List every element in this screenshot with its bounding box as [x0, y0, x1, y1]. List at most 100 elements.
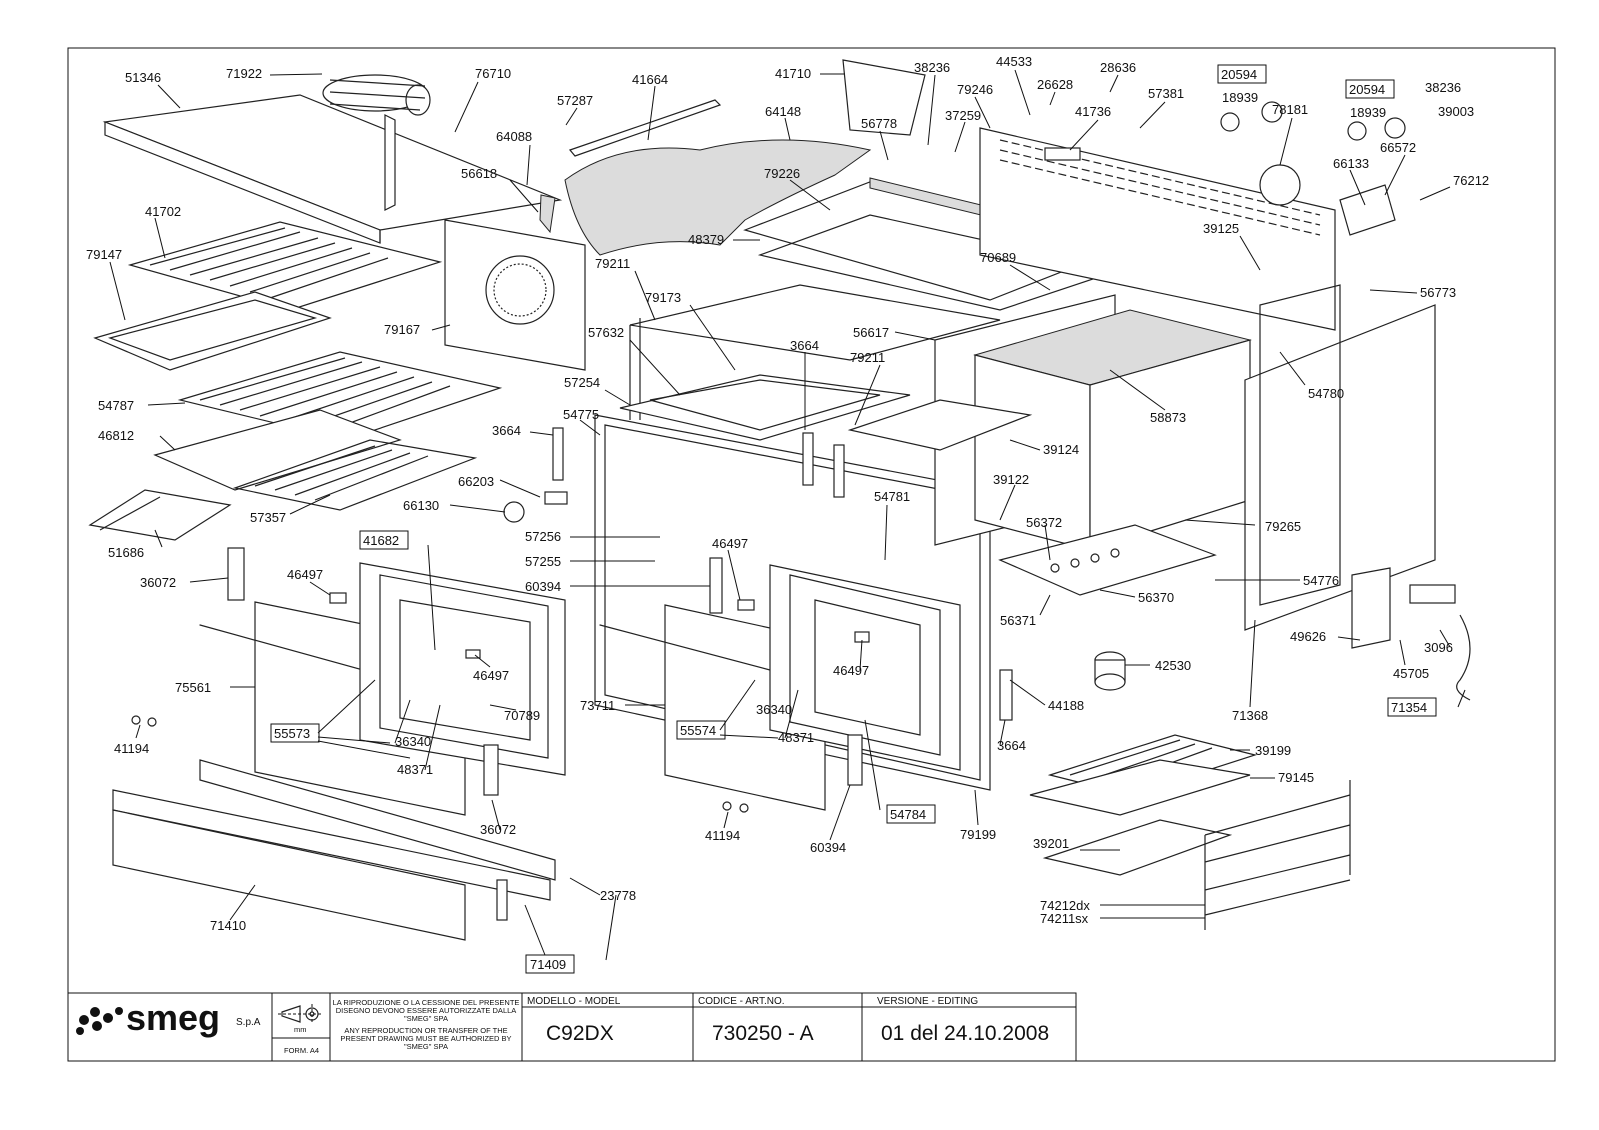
part-label: 56371: [1000, 613, 1036, 628]
part-label: 3096: [1424, 640, 1453, 655]
part-label: 18939: [1222, 90, 1258, 105]
part-label: 23778: [600, 888, 636, 903]
part-label: 76212: [1453, 173, 1489, 188]
part-label: 36340: [756, 702, 792, 717]
part-label: 39003: [1438, 104, 1474, 119]
part-label: 71368: [1232, 708, 1268, 723]
part-label: 39201: [1033, 836, 1069, 851]
part-label: 3664: [997, 738, 1026, 753]
part-label: 57255: [525, 554, 561, 569]
version-value: 01 del 24.10.2008: [881, 1022, 1049, 1045]
part-label: 57254: [564, 375, 600, 390]
part-label: 71922: [226, 66, 262, 81]
part-label: 79246: [957, 82, 993, 97]
part-label: 3664: [492, 423, 521, 438]
part-label: 55573: [274, 726, 310, 741]
part-label: 56778: [861, 116, 897, 131]
part-label: 60394: [810, 840, 846, 855]
part-label: 44188: [1048, 698, 1084, 713]
format-label: FORM. A4: [284, 1046, 319, 1055]
part-label: 76710: [475, 66, 511, 81]
part-label: 41710: [775, 66, 811, 81]
notice-en-line-3: "SMEG" SPA: [404, 1042, 448, 1051]
part-label: 74212dx: [1040, 898, 1090, 913]
part-label: 39124: [1043, 442, 1079, 457]
part-label: 79145: [1278, 770, 1314, 785]
part-label: 20594: [1221, 67, 1257, 82]
part-label: 46497: [473, 668, 509, 683]
part-label: 79173: [645, 290, 681, 305]
part-label: 51686: [108, 545, 144, 560]
part-label: 79147: [86, 247, 122, 262]
reference-boxes: [270, 64, 1437, 974]
brand-suffix: S.p.A: [236, 1017, 261, 1028]
part-label: 55574: [680, 723, 716, 738]
part-label: 54784: [890, 807, 926, 822]
part-label: 20594: [1349, 82, 1385, 97]
part-labels: 51346 71922 76710 41664 57287 64088 4171…: [86, 54, 1489, 972]
part-label: 79226: [764, 166, 800, 181]
part-label: 41194: [705, 828, 740, 843]
part-label: 66203: [458, 474, 494, 489]
projection-symbol: [278, 1004, 322, 1024]
part-label: 39199: [1255, 743, 1291, 758]
part-label: 56372: [1026, 515, 1062, 530]
part-label: 46812: [98, 428, 134, 443]
part-label: 37259: [945, 108, 981, 123]
part-label: 49626: [1290, 629, 1326, 644]
part-label: 57381: [1148, 86, 1184, 101]
part-label: 56370: [1138, 590, 1174, 605]
part-label: 26628: [1037, 77, 1073, 92]
part-label: 41194: [114, 741, 149, 756]
part-label: 46497: [287, 567, 323, 582]
part-label: 79199: [960, 827, 996, 842]
part-label: 79211: [850, 350, 885, 365]
brand-name: smeg: [126, 997, 220, 1038]
part-label: 79211: [595, 256, 630, 271]
part-label: 56773: [1420, 285, 1456, 300]
code-label: CODICE - ART.NO.: [698, 996, 785, 1007]
part-label: 71409: [530, 957, 566, 972]
part-label: 66130: [403, 498, 439, 513]
part-label: 36072: [140, 575, 176, 590]
part-label: 57256: [525, 529, 561, 544]
part-label: 45705: [1393, 666, 1429, 681]
part-label: 54787: [98, 398, 134, 413]
model-label: MODELLO - MODEL: [527, 996, 621, 1007]
part-label: 41736: [1075, 104, 1111, 119]
part-label: 39122: [993, 472, 1029, 487]
part-label: 56617: [853, 325, 889, 340]
part-label: 73711: [580, 698, 615, 713]
smeg-logo: smeg S.p.A: [76, 997, 261, 1038]
version-label: VERSIONE - EDITING: [877, 996, 978, 1007]
part-label: 41664: [632, 72, 668, 87]
part-label: 75561: [175, 680, 211, 695]
part-label: 41682: [363, 533, 399, 548]
part-label: 78181: [1272, 102, 1308, 117]
part-label: 70689: [980, 250, 1016, 265]
part-label: 54775: [563, 407, 599, 422]
part-label: 57357: [250, 510, 286, 525]
part-label: 46497: [712, 536, 748, 551]
part-label: 60394: [525, 579, 561, 594]
part-label: 48371: [778, 730, 814, 745]
part-label: 64088: [496, 129, 532, 144]
part-label: 56618: [461, 166, 497, 181]
part-label: 18939: [1350, 105, 1386, 120]
part-label: 44533: [996, 54, 1032, 69]
part-label: 79167: [384, 322, 420, 337]
part-label: 74211sx: [1040, 911, 1089, 926]
part-label: 66572: [1380, 140, 1416, 155]
unit-label: mm: [294, 1025, 307, 1034]
leader-lines: [109, 69, 1466, 961]
part-label: 3664: [790, 338, 819, 353]
part-label: 71354: [1391, 700, 1427, 715]
part-label: 42530: [1155, 658, 1191, 673]
part-label: 41702: [145, 204, 181, 219]
part-label: 70789: [504, 708, 540, 723]
notice-it-line-1: LA RIPRODUZIONE O LA CESSIONE DEL PRESEN…: [333, 998, 520, 1007]
part-label: 28636: [1100, 60, 1136, 75]
model-value: C92DX: [546, 1022, 614, 1045]
notice-en-line-2: PRESENT DRAWING MUST BE AUTHORIZED BY: [340, 1034, 511, 1043]
part-label: 39125: [1203, 221, 1239, 236]
